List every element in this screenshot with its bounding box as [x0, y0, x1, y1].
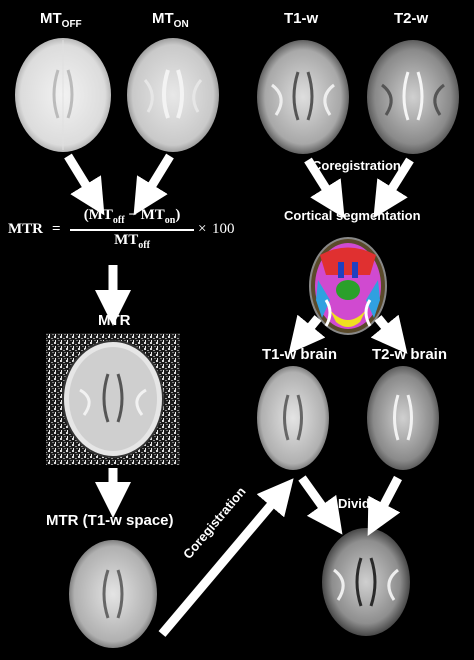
- arrow-coregistration-diagonal: [158, 478, 294, 637]
- arrow-seg-to-t1w-brain: [288, 314, 326, 354]
- formula-times: ×: [198, 221, 207, 237]
- cortical-segmentation-label: Cortical segmentation: [284, 208, 421, 223]
- t1w-brain-extracted-image: [257, 366, 329, 470]
- mt-off-brain-image: [15, 38, 111, 152]
- arrow-t1w-brain-to-divide: [298, 475, 343, 535]
- arrow-mtoff-to-formula: [64, 153, 105, 216]
- arrow-mton-to-formula: [133, 153, 174, 216]
- divided-result-image: [322, 528, 410, 636]
- mtr-formula: MTR = (MToff − MTon) MToff × 100: [8, 205, 240, 255]
- arrow-t1w-to-segmentation: [304, 157, 345, 219]
- mtr-label: MTR: [98, 312, 131, 329]
- formula-denominator: MToff: [114, 232, 150, 251]
- mtr-t1w-space-label: MTR (T1-w space): [46, 512, 174, 529]
- formula-factor: 100: [212, 221, 235, 237]
- arrow-seg-to-t2w-brain: [370, 314, 408, 354]
- divide-label: Divide: [338, 496, 378, 511]
- mt-on-brain-image: [127, 38, 219, 152]
- formula-fraction-bar: [70, 229, 194, 231]
- cortical-segmentation-image: [309, 237, 387, 335]
- mtr-t1w-space-image: [69, 540, 157, 648]
- formula-numerator: (MToff − MTon): [83, 207, 181, 226]
- t2w-brain-extracted-image: [367, 366, 439, 470]
- mt-off-label: MTOFF: [40, 10, 82, 30]
- formula-lhs: MTR: [8, 221, 43, 237]
- t2w-brain-image: [367, 40, 459, 154]
- t2w-brain-label: T2-w brain: [372, 346, 448, 363]
- arrow-t2w-to-segmentation: [373, 157, 414, 219]
- t2w-label: T2-w: [394, 10, 429, 27]
- t1w-label: T1-w: [284, 10, 319, 27]
- t1w-brain-image: [257, 40, 349, 154]
- mtr-map-image: [46, 333, 180, 465]
- formula-equals: =: [52, 221, 61, 237]
- mt-on-label: MTON: [152, 10, 189, 30]
- arrow-t2w-brain-to-divide: [367, 475, 402, 536]
- t1w-brain-label: T1-w brain: [262, 346, 338, 363]
- coregistration-top-label: Coregistration: [312, 158, 401, 173]
